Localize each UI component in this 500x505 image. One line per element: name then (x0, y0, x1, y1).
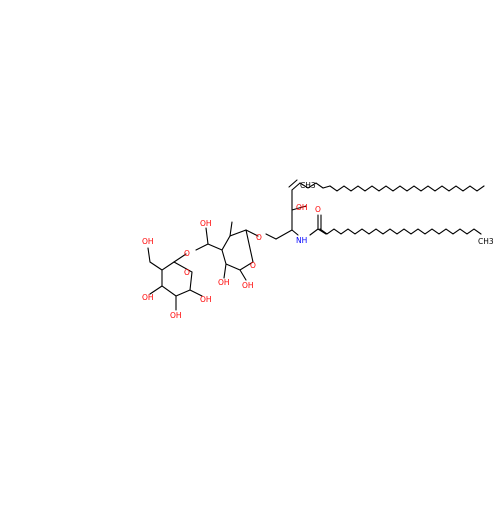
atom-labels: CH3 CH3 OH NH O O O OH OH OH O O OH OH O… (142, 181, 494, 320)
label-ring1-oh2: OH (218, 278, 230, 287)
ring2 (147, 247, 203, 311)
label-ring2-oh2: OH (142, 293, 154, 302)
fatty-acyl-chain (319, 228, 482, 235)
label-ring2-ch2oh: OH (142, 237, 154, 246)
label-ch3-right: CH3 (478, 237, 494, 246)
label-oh-chain: OH (296, 203, 308, 212)
ring1 (195, 221, 259, 281)
label-nh: NH (296, 236, 307, 245)
label-amide-o: O (315, 205, 321, 214)
label-ring1-ch2oh: OH (200, 219, 212, 228)
sphingosine-chain (329, 185, 485, 192)
label-ring2-oh4: OH (200, 295, 212, 304)
label-ring1-oh3: OH (242, 281, 254, 290)
ceramide-core (265, 179, 331, 240)
label-ch3-top: CH3 (300, 181, 316, 190)
label-ring2-oh3: OH (170, 311, 182, 320)
label-link-o: O (184, 249, 190, 258)
label-ring1-o: O (250, 261, 256, 270)
label-ring2-o: O (184, 268, 190, 277)
label-glyc-o: O (256, 233, 262, 242)
